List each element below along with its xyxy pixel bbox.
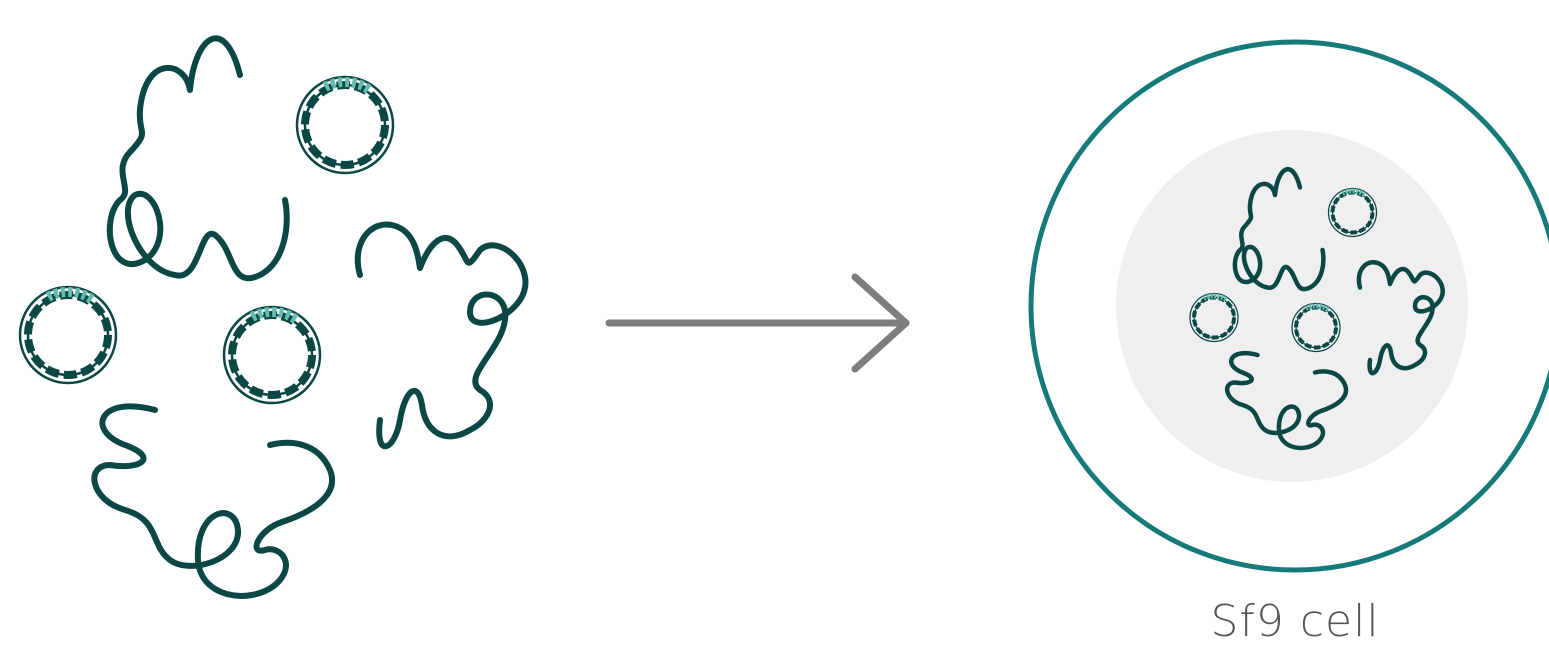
transfection-arrow-icon (609, 277, 906, 369)
bacmid-strand (94, 406, 332, 596)
plasmid-icon (297, 77, 393, 173)
sf9-cell (1031, 42, 1549, 570)
bacmid-strand (110, 38, 287, 278)
plasmid-icon (20, 287, 116, 383)
bacmid-strand (358, 225, 526, 447)
plasmid-icon (224, 307, 320, 403)
cell-label: Sf9 cell (1130, 596, 1460, 647)
dna-mixture (20, 38, 525, 596)
